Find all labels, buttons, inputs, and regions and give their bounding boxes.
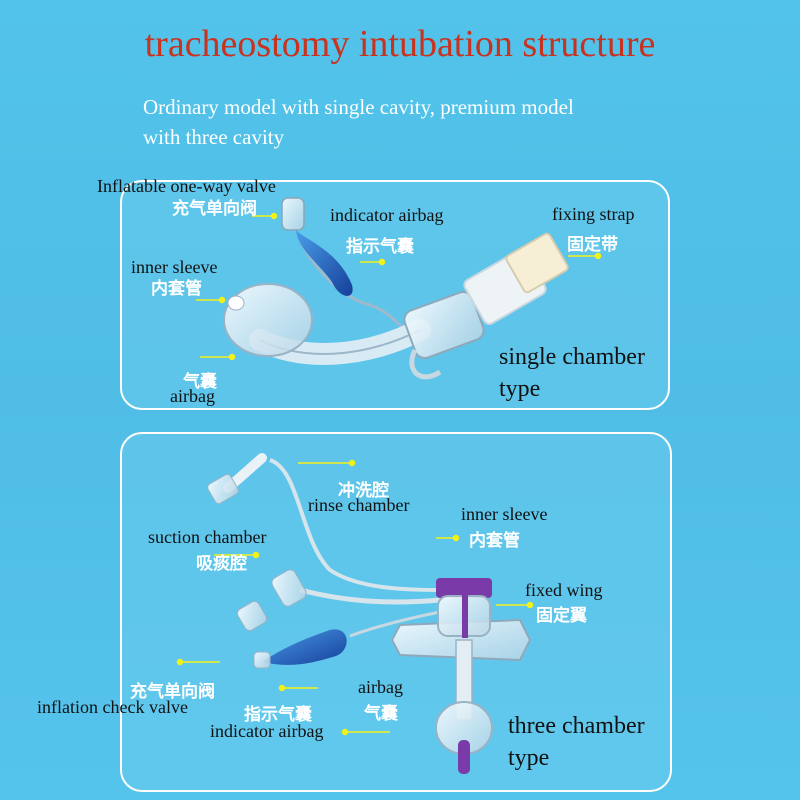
fixed-wing-label-zh: 固定翼	[536, 606, 587, 626]
single-type-line-1: single chamber	[499, 344, 645, 370]
inflatable-valve-icon	[281, 197, 305, 231]
three-leaders	[176, 459, 534, 736]
inner-sleeve-label-zh: 内套管	[151, 279, 202, 299]
check-valve-label-zh: 充气单向阀	[130, 682, 215, 702]
rinse-chamber-label-zh: 冲洗腔	[338, 481, 389, 501]
inner-sleeve-3-label: inner sleeve	[461, 504, 548, 524]
inner-sleeve-label: inner sleeve	[131, 257, 218, 277]
indicator-3-label-zh: 指示气囊	[244, 705, 312, 725]
page-title: tracheostomy intubation structure	[144, 23, 656, 65]
fixed-wing-label: fixed wing	[525, 580, 603, 600]
indicator-3-label: indicator airbag	[210, 721, 324, 741]
rinse-chamber-label: rinse chamber	[308, 495, 410, 515]
airbag-label-zh: 气囊	[183, 372, 217, 392]
airbag-3-label: airbag	[358, 677, 403, 697]
rinse-port-icon	[207, 473, 239, 505]
fixing-strap-label-zh: 固定带	[567, 235, 618, 255]
indicator-airbag-3-icon	[262, 629, 347, 665]
indicator-airbag-label: indicator airbag	[330, 205, 444, 225]
suction-port-icon	[271, 569, 307, 607]
subtitle-line-2: with three cavity	[143, 125, 285, 149]
inner-sleeve-hub-icon	[436, 578, 492, 598]
three-chamber-type: three chamber type	[508, 710, 645, 774]
inflatable-valve-label: Inflatable one-way valve	[97, 176, 276, 196]
single-chamber-type: single chamber type	[499, 341, 645, 405]
three-type-line-1: three chamber	[508, 713, 645, 739]
subtitle-line-1: Ordinary model with single cavity, premi…	[143, 95, 574, 119]
airbag-3-label-zh: 气囊	[364, 704, 398, 724]
single-leaders	[196, 212, 602, 361]
indicator-airbag-icon	[296, 230, 353, 296]
inflatable-valve-label-zh: 充气单向阀	[172, 199, 257, 219]
suction-chamber-label: suction chamber	[148, 527, 267, 547]
inner-sleeve-3-label-zh: 内套管	[469, 531, 520, 551]
indicator-airbag-label-zh: 指示气囊	[346, 237, 414, 257]
single-chamber-device	[223, 197, 569, 380]
three-type-line-2: type	[508, 745, 550, 771]
fixing-strap-label: fixing strap	[552, 204, 635, 224]
three-chamber-device	[207, 453, 532, 774]
single-chamber-panel	[120, 180, 670, 410]
single-type-line-2: type	[499, 376, 541, 402]
suction-chamber-label-zh: 吸痰腔	[196, 554, 247, 574]
airbag-icon	[223, 283, 313, 357]
check-valve-label: inflation check valve	[37, 697, 188, 717]
subtitle: Ordinary model with single cavity, premi…	[143, 92, 703, 152]
airbag-label: airbag	[170, 386, 215, 406]
